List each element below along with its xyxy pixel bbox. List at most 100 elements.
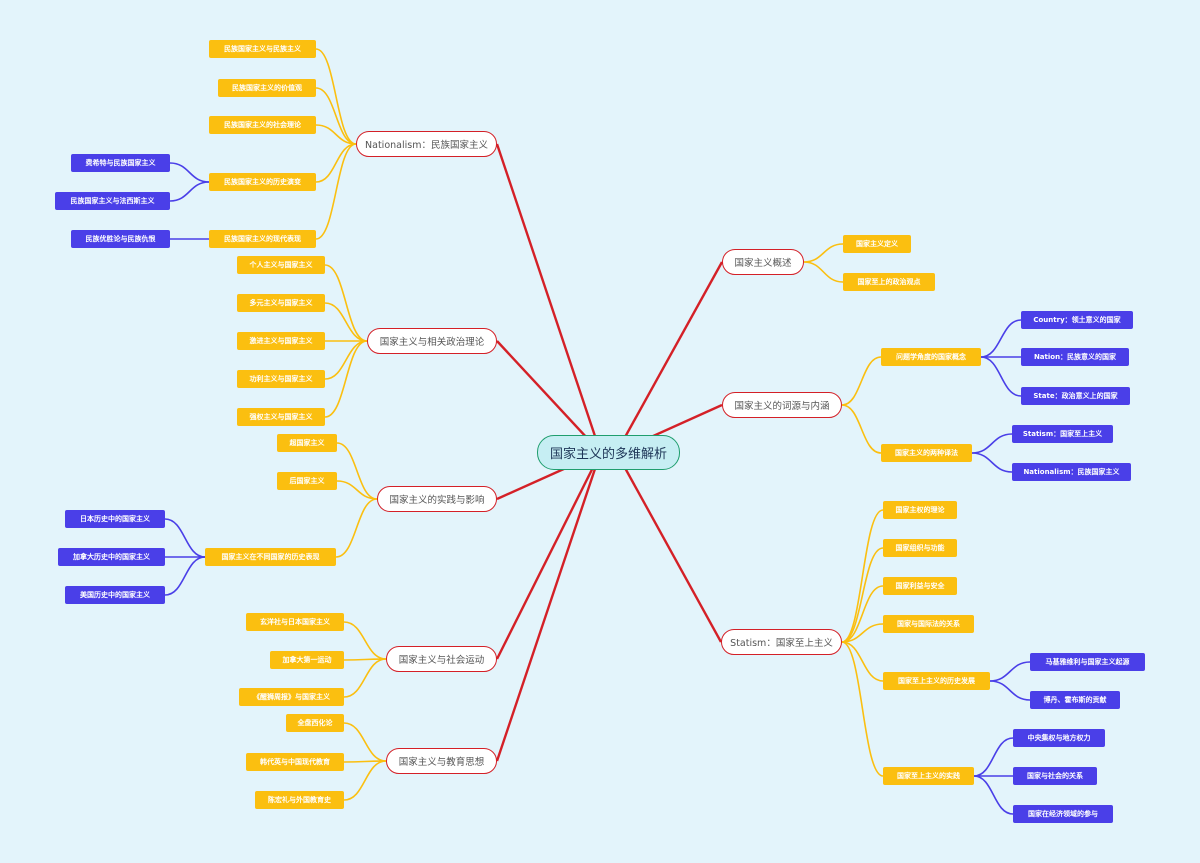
sub-topic-m6s1[interactable]: 国家主义定义 <box>843 235 911 253</box>
sub-topic-m4s1[interactable]: 玄洋社与日本国家主义 <box>246 613 344 631</box>
sub-topic-m8s2[interactable]: 国家组织与功能 <box>883 539 957 557</box>
sub-topic-m2s5[interactable]: 强权主义与国家主义 <box>237 408 325 426</box>
topic-label: 《醒狮周报》与国家主义 <box>253 693 330 701</box>
topic-label: 后国家主义 <box>289 477 325 485</box>
sub-topic-m5s3[interactable]: 陈宏礼与外国教育史 <box>255 791 344 809</box>
topic-label: 国家主权的理论 <box>895 506 945 514</box>
connector-m3s2 <box>336 480 378 500</box>
leaf-topic-m8s6l3[interactable]: 国家在经济领域的参与 <box>1013 805 1113 823</box>
sub-topic-m1s1[interactable]: 民族国家主义与民族主义 <box>209 40 316 58</box>
connector-m2s1 <box>324 264 368 342</box>
main-topic-m7[interactable]: 国家主义的词源与内涵 <box>722 392 842 418</box>
leaf-topic-m7s1l3[interactable]: State：政治意义上的国家 <box>1021 387 1130 405</box>
connector-m8 <box>615 451 723 643</box>
sub-topic-m1s3[interactable]: 民族国家主义的社会理论 <box>209 116 316 134</box>
connector-m5s3 <box>343 760 387 801</box>
topic-label: 国家至上的政治观点 <box>857 278 921 286</box>
leaf-topic-m7s2l2[interactable]: Nationalism：民族国家主义 <box>1012 463 1131 481</box>
connector-m6s2 <box>803 261 844 283</box>
connector-m8s6l3 <box>973 775 1014 815</box>
sub-topic-m1s4[interactable]: 民族国家主义的历史演变 <box>209 173 316 191</box>
sub-topic-m6s2[interactable]: 国家至上的政治观点 <box>843 273 935 291</box>
topic-label: 国家主义的实践与影响 <box>389 495 485 506</box>
sub-topic-m5s2[interactable]: 韩代英与中国现代教育 <box>246 753 344 771</box>
topic-label: 超国家主义 <box>289 439 325 447</box>
sub-topic-m3s2[interactable]: 后国家主义 <box>277 472 337 490</box>
sub-topic-m8s1[interactable]: 国家主权的理论 <box>883 501 957 519</box>
connector-m6s1 <box>803 243 844 263</box>
sub-topic-m7s2[interactable]: 国家主义的两种译法 <box>881 444 972 462</box>
main-topic-m4[interactable]: 国家主义与社会运动 <box>386 646 497 672</box>
main-topic-m6[interactable]: 国家主义概述 <box>722 249 804 275</box>
sub-topic-m3s3[interactable]: 国家主义在不同国家的历史表现 <box>205 548 336 566</box>
sub-topic-m2s3[interactable]: 激进主义与国家主义 <box>237 332 325 350</box>
topic-label: 全盘西化论 <box>297 719 333 727</box>
topic-label: 玄洋社与日本国家主义 <box>260 618 330 626</box>
topic-label: 日本历史中的国家主义 <box>80 515 150 523</box>
leaf-topic-m3s3l1[interactable]: 日本历史中的国家主义 <box>65 510 165 528</box>
topic-label: 国家主义定义 <box>856 240 898 248</box>
topic-label: State：政治意义上的国家 <box>1033 392 1118 400</box>
sub-topic-m5s1[interactable]: 全盘西化论 <box>286 714 344 732</box>
leaf-topic-m3s3l2[interactable]: 加拿大历史中的国家主义 <box>58 548 165 566</box>
main-topic-m8[interactable]: Statism：国家至上主义 <box>721 629 842 655</box>
leaf-topic-m7s2l1[interactable]: Statism：国家至上主义 <box>1012 425 1113 443</box>
main-topic-m5[interactable]: 国家主义与教育思想 <box>386 748 497 774</box>
connector-m6 <box>615 261 724 454</box>
sub-topic-m8s5[interactable]: 国家至上主义的历史发展 <box>883 672 990 690</box>
topic-label: 民族国家主义的历史演变 <box>224 178 301 186</box>
sub-topic-m2s4[interactable]: 功利主义与国家主义 <box>237 370 325 388</box>
connector-m1 <box>495 143 602 453</box>
sub-topic-m1s2[interactable]: 民族国家主义的价值观 <box>218 79 316 97</box>
sub-topic-m2s2[interactable]: 多元主义与国家主义 <box>237 294 325 312</box>
root-topic[interactable]: 国家主义的多维解析 <box>537 435 680 470</box>
leaf-topic-m3s3l3[interactable]: 美国历史中的国家主义 <box>65 586 165 604</box>
connector-m1s4l1 <box>169 162 210 183</box>
leaf-topic-m8s6l1[interactable]: 中央集权与地方权力 <box>1013 729 1105 747</box>
sub-topic-m1s5[interactable]: 民族国家主义的现代表现 <box>209 230 316 248</box>
leaf-topic-m7s1l1[interactable]: Country：领土意义的国家 <box>1021 311 1133 329</box>
leaf-topic-m1s5l1[interactable]: 民族优胜论与民族仇恨 <box>71 230 170 248</box>
sub-topic-m3s1[interactable]: 超国家主义 <box>277 434 337 452</box>
main-topic-m1[interactable]: Nationalism：民族国家主义 <box>356 131 497 157</box>
connector-m1s3 <box>315 124 357 145</box>
sub-topic-m8s6[interactable]: 国家至上主义的实践 <box>883 767 974 785</box>
main-topic-m2[interactable]: 国家主义与相关政治理论 <box>367 328 497 354</box>
topic-label: 博丹、霍布斯的贡献 <box>1043 696 1107 704</box>
leaf-topic-m7s1l2[interactable]: Nation：民族意义的国家 <box>1021 348 1129 366</box>
connector-m8s6 <box>841 641 884 777</box>
connector-m1s2 <box>315 87 357 145</box>
topic-label: 国家主义与教育思想 <box>398 757 485 768</box>
topic-label: 国家至上主义的实践 <box>897 772 960 780</box>
connector-m4 <box>495 451 602 660</box>
topic-label: 国家在经济领域的参与 <box>1028 810 1098 818</box>
connector-m1s4 <box>315 143 357 183</box>
leaf-topic-m1s4l2[interactable]: 民族国家主义与法西斯主义 <box>55 192 170 210</box>
topic-label: Nationalism：民族国家主义 <box>1023 468 1120 476</box>
connector-m2s2 <box>324 302 368 342</box>
leaf-topic-m8s5l2[interactable]: 博丹、霍布斯的贡献 <box>1030 691 1120 709</box>
connector-m1s4l2 <box>169 181 210 202</box>
topic-label: 多元主义与国家主义 <box>249 299 313 307</box>
main-topic-m3[interactable]: 国家主义的实践与影响 <box>377 486 497 512</box>
sub-topic-m7s1[interactable]: 问题学角度的国家概念 <box>881 348 981 366</box>
topic-label: Nationalism：民族国家主义 <box>365 140 488 151</box>
leaf-topic-m1s4l1[interactable]: 费希特与民族国家主义 <box>71 154 170 172</box>
leaf-topic-m8s6l2[interactable]: 国家与社会的关系 <box>1013 767 1097 785</box>
connector-m2s4 <box>324 340 368 380</box>
sub-topic-m2s1[interactable]: 个人主义与国家主义 <box>237 256 325 274</box>
connector-m4s1 <box>343 621 387 660</box>
sub-topic-m4s3[interactable]: 《醒狮周报》与国家主义 <box>239 688 344 706</box>
topic-label: 马基雅维利与国家主义起源 <box>1045 658 1130 666</box>
connector-m3s3 <box>335 498 378 558</box>
topic-label: 国家组织与功能 <box>895 544 945 552</box>
sub-topic-m4s2[interactable]: 加拿大第一运动 <box>270 651 344 669</box>
topic-label: Nation：民族意义的国家 <box>1033 353 1117 361</box>
leaf-topic-m8s5l1[interactable]: 马基雅维利与国家主义起源 <box>1030 653 1145 671</box>
connector-m8s3 <box>841 585 884 643</box>
connector-m5s1 <box>343 722 387 762</box>
sub-topic-m8s4[interactable]: 国家与国际法的关系 <box>883 615 974 633</box>
topic-label: 国家利益与安全 <box>895 582 945 590</box>
sub-topic-m8s3[interactable]: 国家利益与安全 <box>883 577 957 595</box>
